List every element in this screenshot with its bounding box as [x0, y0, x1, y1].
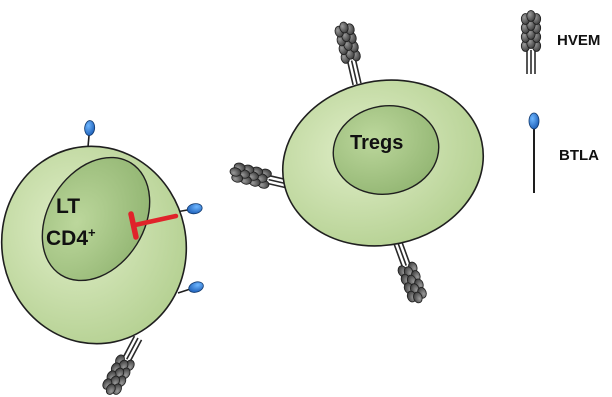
btla-receptor [82, 119, 97, 149]
hvem-receptor [388, 238, 430, 307]
tregs-cell [227, 19, 485, 307]
tregs-nucleus [332, 105, 440, 195]
tregs-label: Tregs [350, 132, 404, 154]
lt-cd4-cell [0, 119, 206, 397]
hvem-receptor-icon [520, 9, 542, 75]
lt-cd4-nucleus [41, 156, 151, 282]
hvem-receptor [332, 19, 368, 87]
legend-btla-label: BTLA [559, 147, 599, 164]
inhibition-mark [128, 211, 179, 240]
legend-hvem-label: HVEM [557, 32, 601, 49]
lt-cd4-label: LT CD4+ [46, 195, 96, 250]
btla-receptor-icon [528, 112, 540, 193]
